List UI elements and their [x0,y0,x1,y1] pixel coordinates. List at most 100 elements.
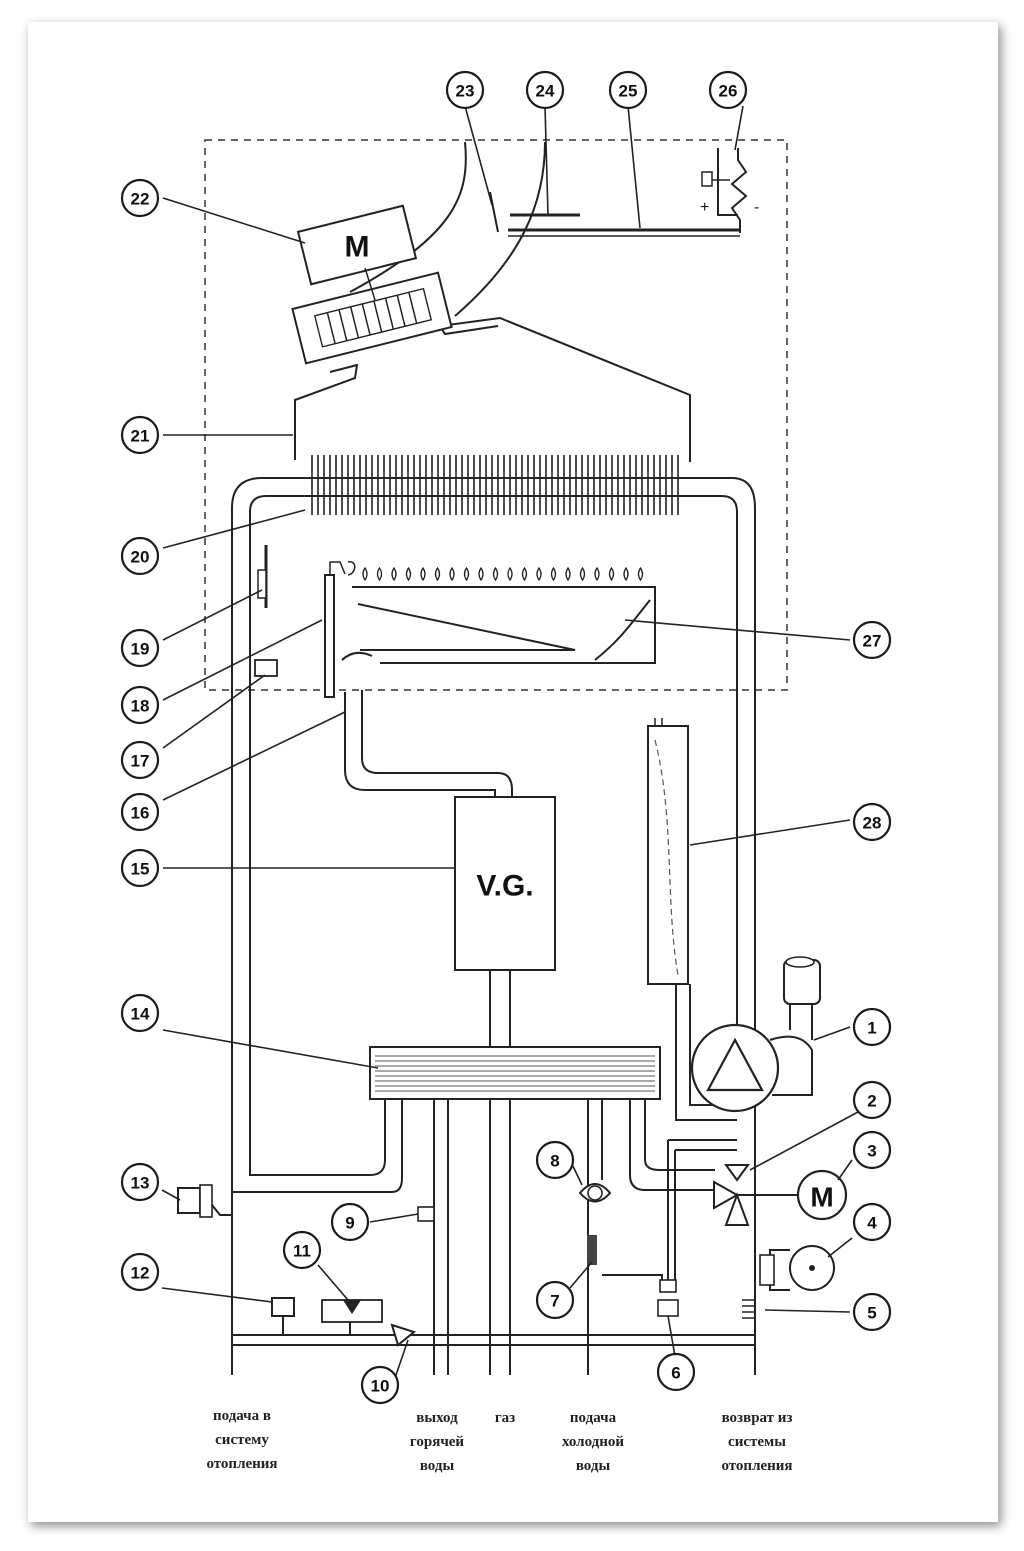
safety-valve [271,1297,295,1317]
sensor-plus-sign: + [700,199,709,216]
callout-number: 24 [536,82,555,101]
gas-valve-label: V.G. [476,870,533,903]
caption-hot-water-3: воды [420,1458,455,1474]
fan-assembly: M [291,204,453,365]
callout-19: 19 [120,628,160,668]
callout-number: 7 [550,1292,559,1311]
callout-number: 1 [867,1019,876,1038]
combustion-chamber-boundary [204,139,788,691]
burner-flames [362,566,644,582]
callout-23: 23 [445,70,485,110]
caption-heating-return-2: системы [728,1434,786,1450]
caption-heating-return-3: отопления [721,1458,792,1474]
callout-number: 14 [131,1005,150,1024]
sensor-minus-sign: - [754,199,759,216]
callout-13: 13 [120,1162,160,1202]
callout-number: 4 [867,1214,877,1233]
callout-20: 20 [120,536,160,576]
caption-cold-water-1: подача [570,1410,617,1426]
callout-12: 12 [120,1252,160,1292]
callout-number: 19 [131,640,150,659]
callout-9: 9 [330,1202,370,1242]
callout-24: 24 [525,70,565,110]
caption-gas: газ [495,1410,515,1426]
caption-cold-water-3: воды [576,1458,611,1474]
bottom-fittings [177,1184,755,1347]
callout-number: 20 [131,548,150,567]
callout-3: 3 [852,1130,892,1170]
callout-28: 28 [852,802,892,842]
callout-7: 7 [535,1280,575,1320]
caption-hot-water-1: выход [416,1410,458,1426]
pressure-switch-assembly: + - [508,148,759,237]
callout-26: 26 [708,70,748,110]
caption-heating-supply-1: подача в [213,1408,271,1424]
callout-number: 21 [131,427,150,446]
callout-6: 6 [656,1352,696,1392]
callout-16: 16 [120,792,160,832]
heating-circuit-pipes [231,477,756,1375]
callout-number: 15 [131,860,150,879]
callout-number: 23 [456,82,475,101]
caption-heating-supply-2: систему [215,1432,269,1448]
callout-number: 8 [550,1152,559,1171]
gas-pipe [344,690,513,1375]
boiler-schematic: M + - [120,70,892,1474]
callout-21: 21 [120,415,160,455]
callout-number: 16 [131,804,150,823]
caption-cold-water-2: холодной [562,1434,624,1450]
callout-number: 17 [131,752,150,771]
hot-water-sensor [417,1206,435,1222]
callout-number: 26 [719,82,738,101]
callout-11: 11 [282,1230,322,1270]
burner-manifold [324,561,373,698]
fan-motor-label: M [345,231,370,264]
callout-2: 2 [852,1080,892,1120]
callout-1: 1 [852,1007,892,1047]
left-sensors [254,545,278,677]
callout-number: 3 [867,1142,876,1161]
primary-heat-exchanger-fins [311,455,679,515]
valve-motor-label: M [810,1182,833,1213]
callout-number: 25 [619,82,638,101]
callout-number: 2 [867,1092,876,1111]
leader-lines [161,105,859,1379]
callout-27: 27 [852,620,892,660]
callout-number: 22 [131,190,150,209]
burner [352,566,656,664]
fan-motor-box [296,204,418,286]
pressure-gauge [742,1245,835,1319]
caption-hot-water-2: горячей [410,1434,465,1450]
caption-heating-supply-3: отопления [206,1456,277,1472]
expansion-vessel [647,718,737,1121]
callout-number: 28 [863,814,882,833]
callout-number: 5 [867,1304,876,1323]
pipe-captions: подача в систему отопления выход горячей… [206,1408,792,1474]
callout-10: 10 [360,1365,400,1405]
callout-number: 9 [345,1214,354,1233]
callout-number: 12 [131,1264,150,1283]
callout-number: 10 [371,1377,390,1396]
diagram-sheet: M + - [28,22,998,1522]
callout-4: 4 [852,1202,892,1242]
callout-15: 15 [120,848,160,888]
callout-14: 14 [120,993,160,1033]
callout-17: 17 [120,740,160,780]
callout-5: 5 [852,1292,892,1332]
callout-number: 18 [131,697,150,716]
drain-valve [177,1187,201,1214]
callout-number: 6 [671,1364,680,1383]
gas-valve [454,796,556,971]
fan-impeller [291,271,453,365]
flue-hood [294,141,691,462]
filling-tap [390,1323,417,1347]
three-way-valve: M [667,1139,848,1280]
callout-22: 22 [120,178,160,218]
valve-motor [796,1169,848,1221]
flow-switch [578,1183,679,1317]
callout-number: 13 [131,1174,150,1193]
heat-exchanger-plates [375,1055,655,1092]
electrode-holder [324,574,335,698]
secondary-heat-exchanger [232,1046,715,1375]
